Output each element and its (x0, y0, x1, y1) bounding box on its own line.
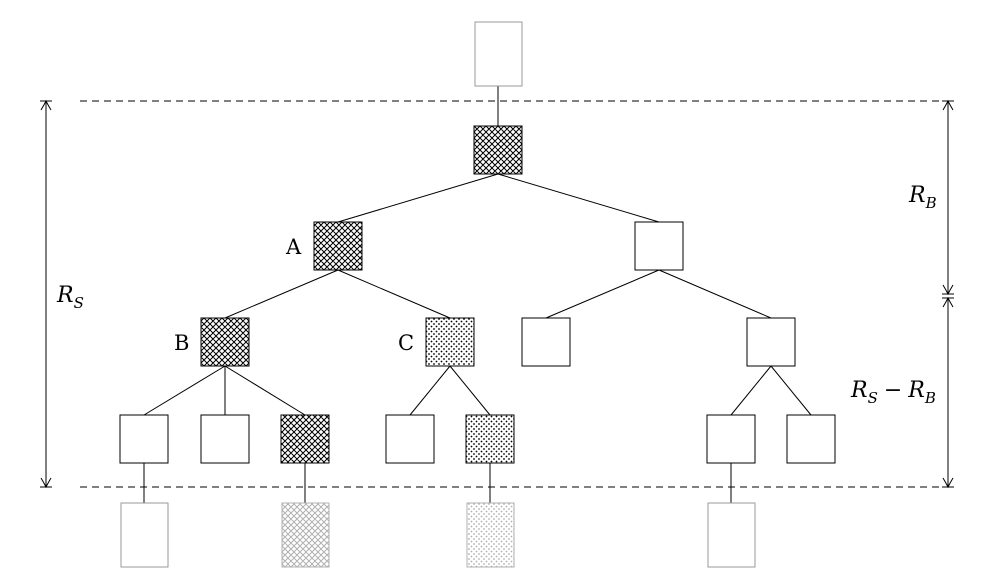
rs-minus-rb-dimension-arrow (942, 296, 954, 489)
edge (449, 365, 491, 416)
node-empty (634, 221, 684, 271)
edge (770, 365, 812, 416)
leaf-node-faded-crosshatch (281, 502, 330, 568)
edge (409, 365, 451, 416)
edge (224, 365, 306, 416)
root-node-crosshatch (473, 125, 523, 175)
edge (658, 269, 772, 319)
edge (224, 269, 339, 319)
node-a-crosshatch (313, 221, 363, 271)
node-empty (786, 414, 836, 464)
node-c-label: C (398, 331, 414, 355)
leaf-node-faded (707, 502, 756, 568)
node-empty (521, 317, 571, 367)
node-empty (385, 414, 435, 464)
node-a-label: A (285, 235, 302, 259)
node-empty (706, 414, 756, 464)
node-b-label: B (174, 331, 189, 355)
node-crosshatch (280, 414, 330, 464)
edge (337, 173, 499, 223)
node-dotted (465, 414, 515, 464)
edge (497, 173, 660, 223)
leaf-node-faded-dotted (466, 502, 515, 568)
rb-dimension-arrow (942, 99, 954, 296)
rs-minus-rb-label: RS−RB (850, 378, 936, 407)
edge (143, 365, 226, 416)
leaf-node-faded (120, 502, 169, 568)
node-empty (200, 414, 250, 464)
rs-dimension-arrow (40, 99, 52, 489)
node-b-crosshatch (200, 317, 250, 367)
root-parent-node-faded (474, 21, 523, 87)
node-empty (119, 414, 169, 464)
edge (545, 269, 660, 319)
node-empty (746, 317, 796, 367)
tree-edges (143, 86, 812, 503)
rb-label: RB (908, 183, 937, 212)
edge (730, 365, 772, 416)
rs-label: RS (56, 283, 84, 312)
node-c-dotted (425, 317, 475, 367)
edge (337, 269, 451, 319)
